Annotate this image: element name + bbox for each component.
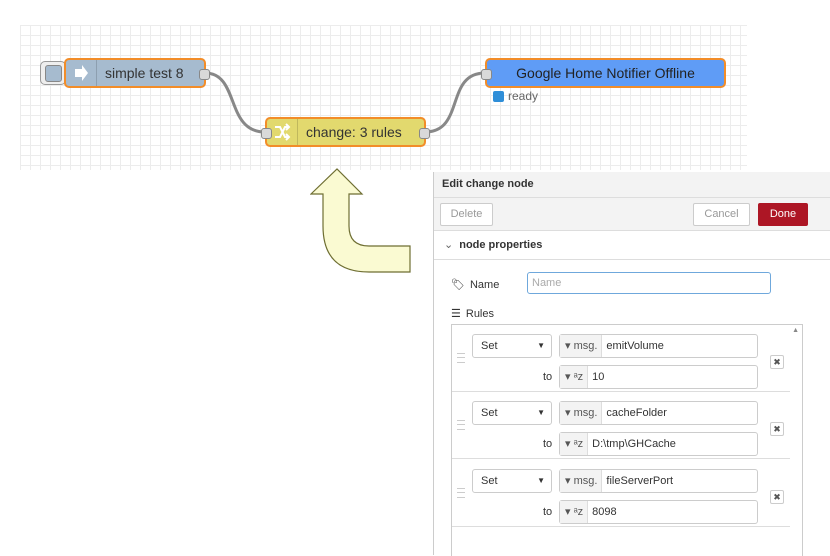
edit-change-node-panel: Edit change node Delete Cancel Done ⌄ nod… bbox=[433, 172, 830, 556]
action-value: Set bbox=[481, 407, 498, 419]
wire-change-to-notifier bbox=[424, 71, 486, 134]
rules-label: Rules bbox=[465, 307, 494, 320]
action-value: Set bbox=[481, 475, 498, 487]
type-label: msg. bbox=[573, 475, 598, 487]
change-node-label: change: 3 rules bbox=[306, 124, 402, 140]
done-button[interactable]: Done bbox=[758, 203, 808, 226]
type-select[interactable]: ▾ msg. bbox=[560, 335, 603, 357]
name-input[interactable]: Name bbox=[527, 272, 771, 294]
inject-trigger-button[interactable] bbox=[40, 61, 66, 85]
name-row-label: 🏷 Name bbox=[451, 278, 500, 292]
string-az-icon[interactable]: ▾ ᵃz bbox=[560, 501, 589, 523]
inject-node[interactable]: simple test 8 bbox=[64, 58, 210, 88]
output-port[interactable] bbox=[419, 128, 430, 139]
shuffle-icon bbox=[267, 119, 298, 145]
rule-value: D:\tmp\GHCache bbox=[592, 438, 676, 450]
remove-rule-button[interactable]: ✖ bbox=[770, 422, 784, 436]
google-home-notifier-node[interactable]: Google Home Notifier Offline bbox=[481, 58, 726, 88]
wire-inject-to-change bbox=[204, 71, 266, 134]
list-icon: ☰ bbox=[451, 308, 461, 320]
status-text: ready bbox=[508, 89, 539, 103]
change-node[interactable]: change: 3 rules bbox=[261, 117, 430, 147]
property-value: cacheFolder bbox=[606, 407, 667, 419]
section-label: node properties bbox=[459, 239, 543, 251]
output-port[interactable] bbox=[199, 69, 210, 80]
type-label: msg. bbox=[573, 340, 598, 352]
string-az-icon[interactable]: ▾ ᵃz bbox=[560, 433, 589, 455]
drag-handle-icon[interactable] bbox=[457, 353, 465, 363]
input-port[interactable] bbox=[481, 69, 492, 80]
property-input[interactable]: ▾ msg.cacheFolder bbox=[559, 401, 758, 425]
panel-toolbar: Delete Cancel Done bbox=[434, 198, 830, 231]
arrow-in-icon bbox=[66, 60, 97, 86]
scroll-up-icon[interactable]: ▲ bbox=[792, 327, 799, 334]
rule-value: 8098 bbox=[592, 506, 617, 518]
type-select[interactable]: ▾ msg. bbox=[560, 402, 603, 424]
node-properties-header[interactable]: ⌄ node properties bbox=[434, 231, 830, 260]
property-value: fileServerPort bbox=[606, 475, 674, 487]
type-select[interactable]: ▾ msg. bbox=[560, 470, 603, 492]
panel-title: Edit change node bbox=[434, 172, 830, 198]
notifier-node-label: Google Home Notifier Offline bbox=[516, 65, 695, 81]
status-dot-icon bbox=[493, 90, 504, 102]
flow-wires bbox=[204, 71, 486, 134]
caret-down-icon: ▼ bbox=[537, 408, 545, 417]
action-value: Set bbox=[481, 340, 498, 352]
action-select[interactable]: Set ▼ bbox=[472, 401, 552, 425]
property-input[interactable]: ▾ msg.emitVolume bbox=[559, 334, 758, 358]
action-select[interactable]: Set ▼ bbox=[472, 334, 552, 358]
drag-handle-icon[interactable] bbox=[457, 488, 465, 498]
cancel-button[interactable]: Cancel bbox=[693, 203, 750, 226]
caret-down-icon: ▼ bbox=[537, 341, 545, 350]
property-input[interactable]: ▾ msg.fileServerPort bbox=[559, 469, 758, 493]
chevron-down-icon: ⌄ bbox=[444, 239, 454, 251]
rules-row-label: ☰ Rules bbox=[451, 307, 494, 321]
name-label: Name bbox=[469, 278, 500, 291]
to-label: to bbox=[543, 438, 553, 450]
type-label: msg. bbox=[573, 407, 598, 419]
string-az-icon[interactable]: ▾ ᵃz bbox=[560, 366, 589, 388]
drag-handle-icon[interactable] bbox=[457, 420, 465, 430]
input-port[interactable] bbox=[261, 128, 272, 139]
property-value: emitVolume bbox=[606, 340, 664, 352]
remove-rule-button[interactable]: ✖ bbox=[770, 355, 784, 369]
annotation-arrow bbox=[310, 168, 411, 273]
rule-value: 10 bbox=[592, 371, 605, 383]
remove-rule-button[interactable]: ✖ bbox=[770, 490, 784, 504]
to-label: to bbox=[543, 371, 553, 383]
tag-icon: 🏷 bbox=[451, 279, 465, 291]
inject-node-label: simple test 8 bbox=[105, 65, 184, 81]
action-select[interactable]: Set ▼ bbox=[472, 469, 552, 493]
to-label: to bbox=[543, 506, 553, 518]
caret-down-icon: ▼ bbox=[537, 476, 545, 485]
delete-button[interactable]: Delete bbox=[440, 203, 493, 226]
node-status: ready bbox=[493, 89, 538, 103]
